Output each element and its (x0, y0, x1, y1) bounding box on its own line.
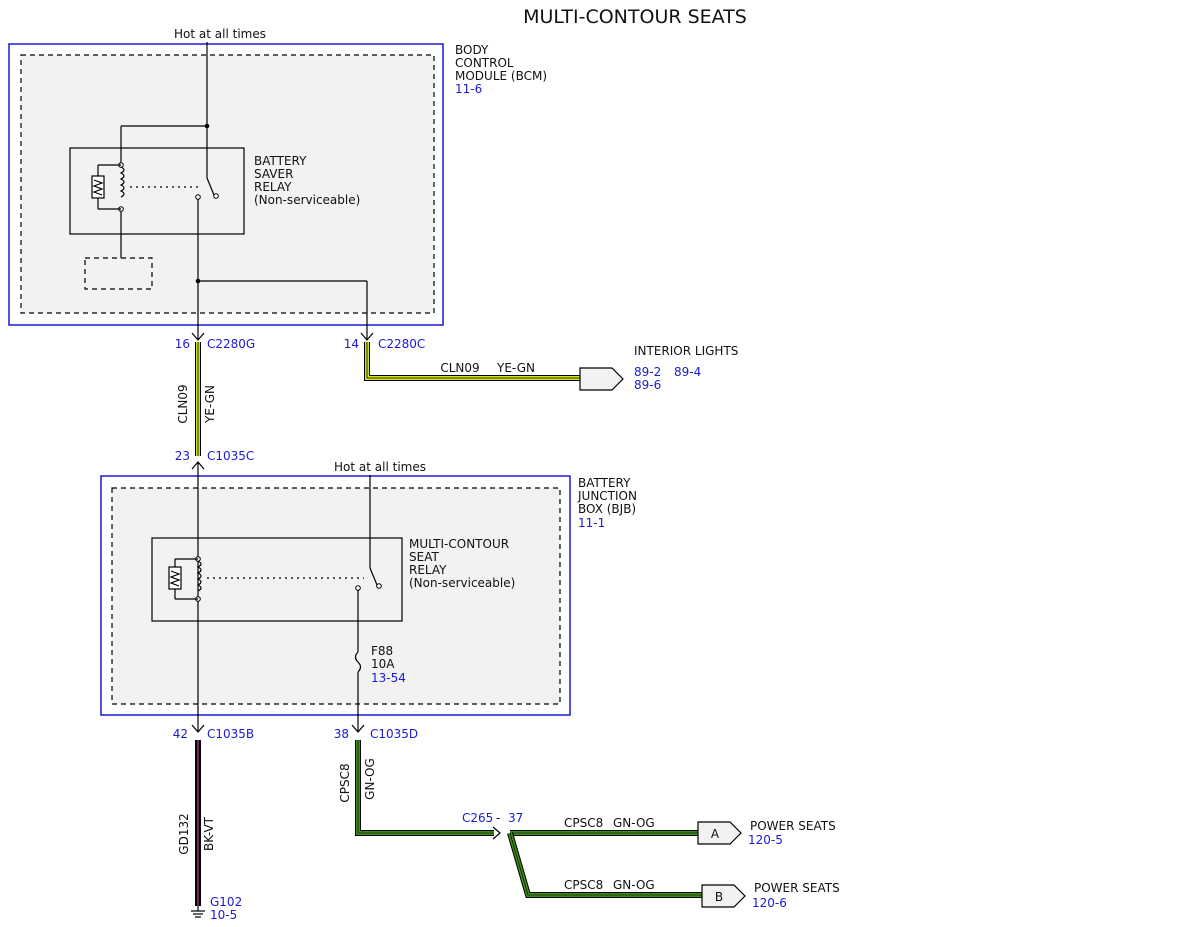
destination-b-icon (701, 884, 746, 908)
ground-name-link[interactable]: G102 (210, 895, 242, 909)
destination-b-reference-link[interactable]: 120-6 (752, 896, 787, 910)
destination-b-letter: B (715, 890, 723, 904)
destination-a-reference-link[interactable]: 120-5 (748, 833, 783, 847)
c1035b-pin: 42 (173, 727, 188, 741)
bjb-internal-area (111, 487, 561, 705)
fuse-reference-link[interactable]: 13-54 (371, 671, 406, 685)
bjb-reference-link[interactable]: 11-1 (578, 516, 605, 530)
page-title: MULTI-CONTOUR SEATS (523, 6, 747, 28)
c265-connector-link[interactable]: C265 (462, 811, 493, 825)
interior-lights-label: INTERIOR LIGHTS (634, 344, 738, 358)
bjb-relay-coil-icon (168, 556, 364, 602)
c2280c-connector-icon (360, 332, 374, 341)
bcm-relay-coil-icon (91, 126, 202, 258)
interior-lights-ref-89-4[interactable]: 89-4 (674, 365, 701, 379)
c1035d-connector-icon (351, 724, 365, 733)
bjb-name-line1: BATTERY (578, 476, 631, 490)
bjb-relay-line3: RELAY (409, 563, 447, 577)
bcm-reference-link[interactable]: 11-6 (455, 82, 482, 96)
bcm-internal-area (20, 54, 435, 314)
c2280g-connector-link[interactable]: C2280G (207, 337, 255, 351)
bjb-feed-label: Hot at all times (334, 460, 426, 474)
bcm-relay-line4: (Non-serviceable) (254, 193, 360, 207)
bcm-name-line2: CONTROL (455, 56, 514, 70)
bcm-relay-line1: BATTERY (254, 154, 307, 168)
cpsc8-b-color: GN-OG (613, 878, 655, 892)
interior-lights-ref-89-6[interactable]: 89-6 (634, 378, 661, 392)
cln09-vertical-circuit: CLN09 (176, 384, 190, 423)
c265-pin: 37 (508, 811, 523, 825)
interior-lights-ref-89-2[interactable]: 89-2 (634, 365, 661, 379)
c1035b-connector-link[interactable]: C1035B (207, 727, 254, 741)
c2280g-connector-icon (191, 332, 205, 341)
c1035d-connector-link[interactable]: C1035D (370, 727, 418, 741)
cln09-horizontal-circuit: CLN09 (440, 361, 479, 375)
bjb-relay-switch-icon (355, 567, 382, 591)
bjb-relay-line2: SEAT (409, 550, 439, 564)
gd132-color: BK-VT (202, 816, 216, 851)
ground-reference-link[interactable]: 10-5 (210, 908, 237, 922)
destination-a-label: POWER SEATS (750, 819, 836, 833)
bjb-relay-line1: MULTI-CONTOUR (409, 537, 509, 551)
c2280c-connector-link[interactable]: C2280C (378, 337, 425, 351)
cpsc8-vertical-circuit: CPSC8 (338, 763, 352, 802)
c265-connector-icon (492, 826, 501, 840)
ground-icon (191, 906, 205, 918)
c265-separator: - (496, 811, 500, 825)
wire-cln09-interior-lights (364, 342, 580, 381)
c1035c-pin: 23 (175, 449, 190, 463)
cpsc8-b-circuit: CPSC8 (564, 878, 603, 892)
bjb-relay-line4: (Non-serviceable) (409, 576, 515, 590)
bjb-name-line3: BOX (BJB) (578, 502, 636, 516)
cln09-horizontal-color: YE-GN (496, 361, 535, 375)
bcm-output-splice-dot (195, 278, 201, 284)
interior-lights-destination-icon (579, 367, 624, 391)
fuse-f88-icon (354, 651, 362, 673)
destination-b-label: POWER SEATS (754, 881, 840, 895)
cpsc8-vertical-color: GN-OG (363, 758, 377, 800)
c2280g-pin: 16 (175, 337, 190, 351)
destination-a-icon (697, 821, 742, 845)
multi-contour-seat-relay-box (151, 537, 403, 622)
bcm-feed-label: Hot at all times (174, 27, 266, 41)
bcm-splice-dot (204, 123, 210, 129)
c2280c-pin: 14 (344, 337, 359, 351)
bcm-name-line3: MODULE (BCM) (455, 69, 547, 83)
gd132-circuit: GD132 (177, 813, 191, 854)
cpsc8-a-circuit: CPSC8 (564, 816, 603, 830)
cpsc8-a-color: GN-OG (613, 816, 655, 830)
fuse-name: F88 (371, 644, 393, 658)
bcm-relay-line3: RELAY (254, 180, 292, 194)
c1035b-connector-icon (191, 724, 205, 733)
wire-cpsc8-main (355, 740, 494, 836)
cln09-vertical-color: YE-GN (203, 385, 217, 424)
bcm-control-circuit-box (84, 257, 153, 290)
c1035c-connector-link[interactable]: C1035C (207, 449, 254, 463)
c1035d-pin: 38 (334, 727, 349, 741)
wire-cpsc8-branch-b (507, 832, 702, 898)
bcm-name-line1: BODY (455, 43, 489, 57)
battery-saver-relay-box (69, 147, 245, 235)
bcm-relay-line2: SAVER (254, 167, 293, 181)
destination-a-letter: A (711, 827, 720, 841)
fuse-rating: 10A (371, 657, 395, 671)
bjb-name-line2: JUNCTION (577, 489, 637, 503)
